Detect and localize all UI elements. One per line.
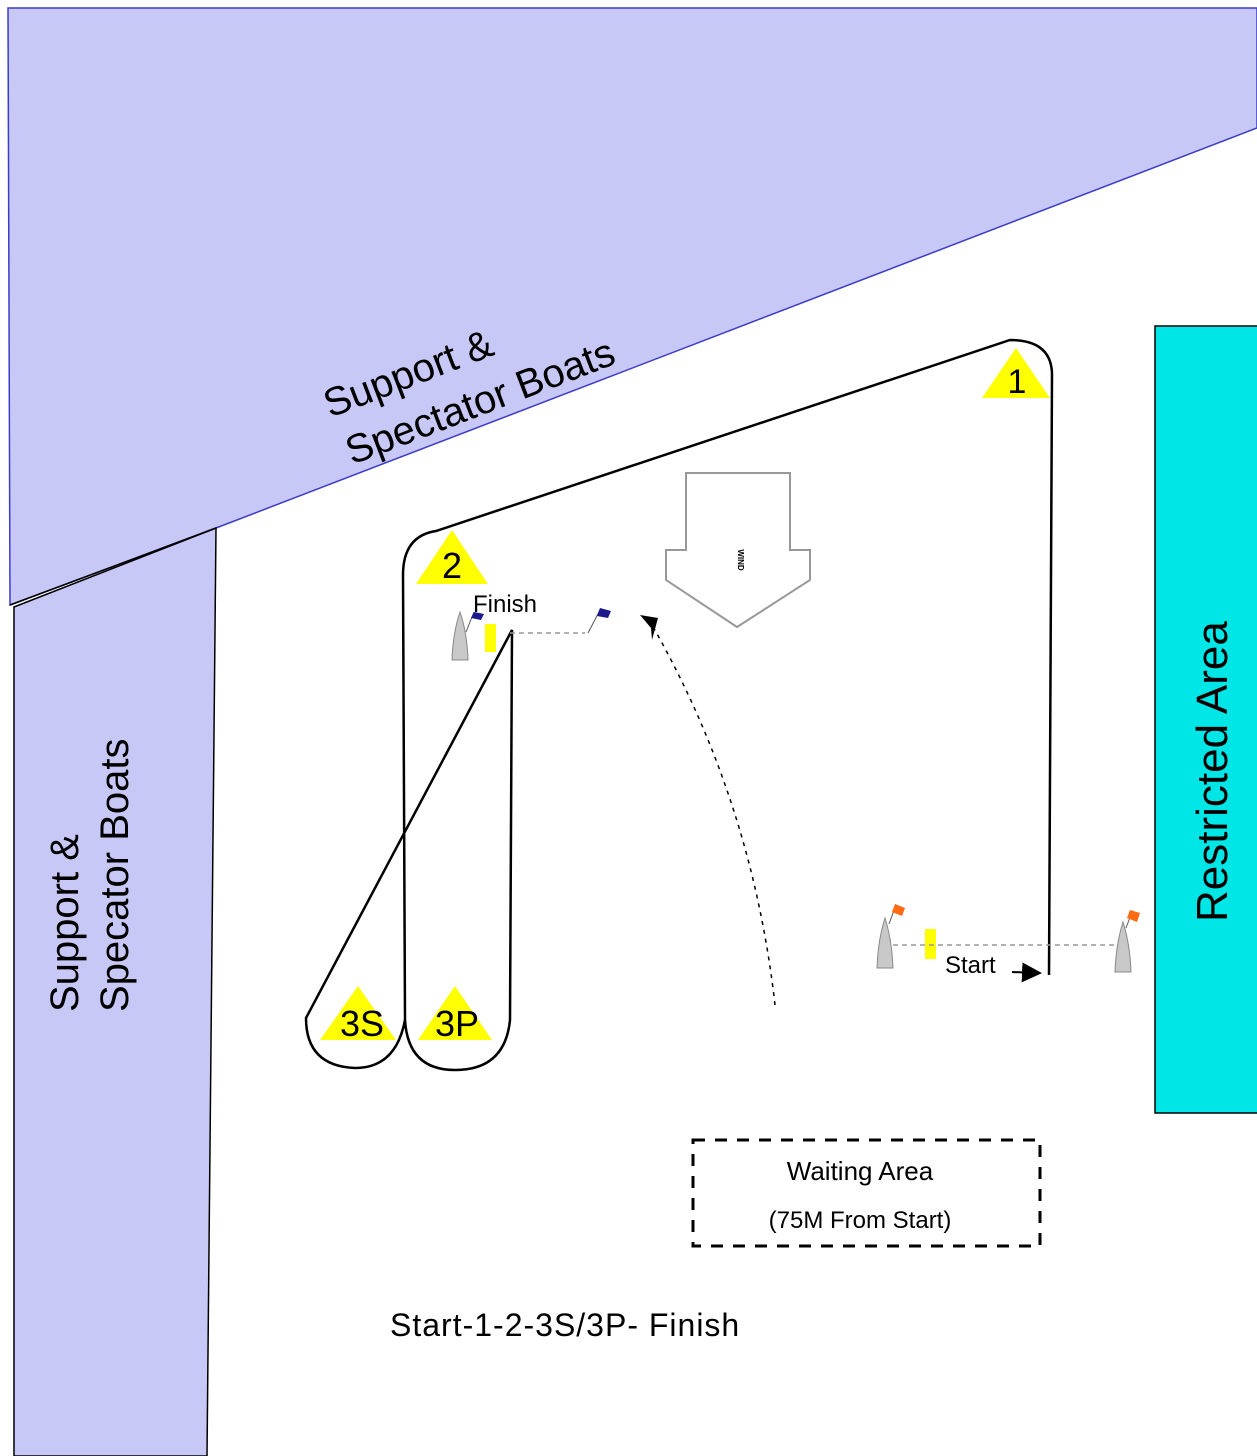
- start-flag-left-icon: [892, 904, 905, 916]
- course-sequence: Start-1-2-3S/3P- Finish: [390, 1307, 740, 1343]
- course-path-3s-3p: [304, 629, 514, 1072]
- finish-boat-icon: [451, 610, 469, 661]
- start-flag-right-icon: [1127, 910, 1140, 922]
- support-left-label: Support &: [43, 834, 87, 1012]
- start-label: Start: [945, 952, 996, 979]
- course-path-outer: [401, 338, 1054, 1021]
- start-pin-icon: [925, 929, 936, 959]
- spectator-zone-top: [7, 7, 1257, 607]
- restricted-area-label: Restricted Area: [1188, 621, 1237, 922]
- start-line: Start: [876, 904, 1140, 983]
- restricted-area: [1154, 325, 1257, 1114]
- mark-3s: 3S: [320, 986, 396, 1044]
- finish-label: Finish: [473, 591, 537, 618]
- mark-1: 1: [982, 348, 1050, 401]
- spectator-zone-left: [13, 526, 217, 1456]
- start-boat-right-icon: [1114, 920, 1132, 973]
- svg-text:3P: 3P: [435, 1003, 479, 1044]
- finish-line: Finish: [451, 591, 611, 661]
- finish-flag-icon: [471, 612, 484, 620]
- mark-3p: 3P: [418, 986, 492, 1044]
- approach-arrow-icon: [640, 615, 658, 640]
- waiting-area-label: Waiting Area: [787, 1156, 934, 1186]
- svg-text:1: 1: [1008, 363, 1027, 401]
- approach-path: [651, 624, 776, 1006]
- waiting-area-distance: (75M From Start): [769, 1207, 952, 1234]
- wind-label: WIND: [736, 549, 745, 571]
- support-left-label-2: Specator Boats: [93, 739, 137, 1013]
- svg-text:2: 2: [442, 545, 462, 586]
- start-boat-left-icon: [876, 916, 894, 969]
- svg-text:Support &: Support &: [43, 834, 87, 1012]
- svg-text:Restricted Area: Restricted Area: [1188, 621, 1237, 922]
- mark-2: 2: [416, 530, 488, 586]
- wind-arrow-icon: [665, 472, 811, 629]
- finish-flag-right-icon: [597, 608, 611, 618]
- svg-text:3S: 3S: [340, 1003, 384, 1044]
- waiting-area: [691, 1138, 1042, 1248]
- finish-pin-icon: [485, 624, 496, 652]
- svg-text:Specator Boats: Specator Boats: [93, 739, 137, 1013]
